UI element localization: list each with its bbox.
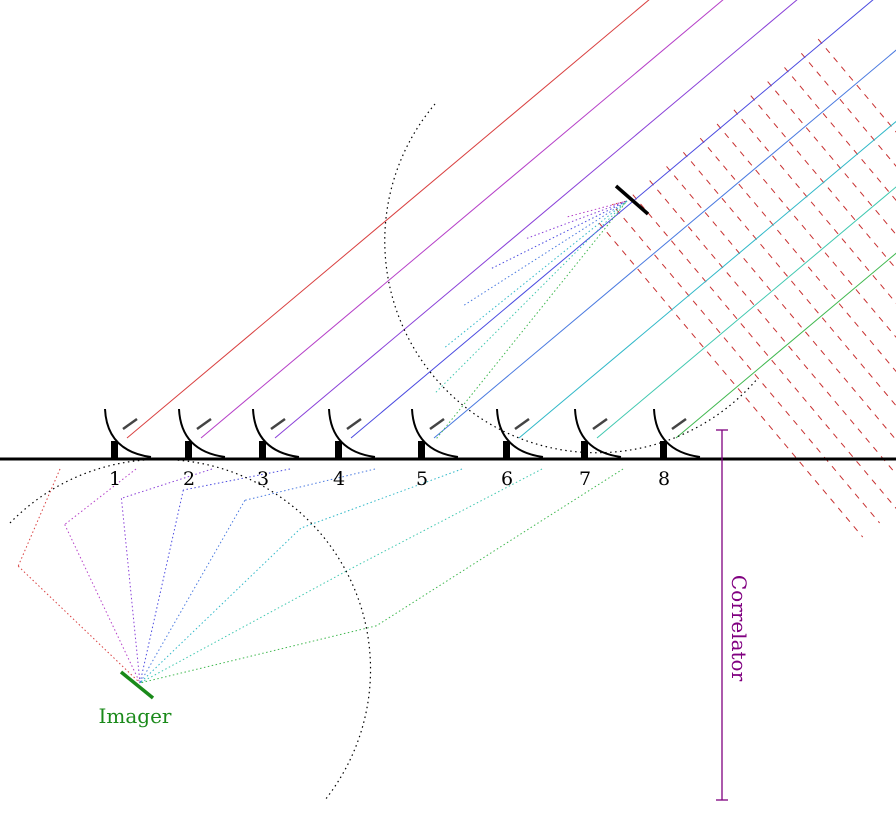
incoming-ray <box>274 0 798 439</box>
incoming-ray <box>675 252 896 439</box>
imager-focus-ray <box>120 498 141 684</box>
lower-focal-arc <box>9 458 372 801</box>
lower-path-ray <box>64 468 137 525</box>
wavefront-line <box>817 38 896 133</box>
incoming-ray <box>596 186 896 439</box>
antenna-label: 6 <box>501 468 513 490</box>
wavefront-line <box>666 166 896 441</box>
lower-path-ray <box>17 468 61 567</box>
correlator-label: Correlator <box>727 575 751 682</box>
wavefront-line <box>699 137 896 373</box>
imager-focus-ray <box>139 570 347 684</box>
antenna-dish <box>252 408 300 459</box>
imager-mirror <box>119 670 155 700</box>
upper-focus-ray <box>526 200 628 239</box>
imager-focus-ray <box>64 524 141 684</box>
correlator-bracket <box>716 429 728 801</box>
upper-focusing-geometry <box>384 103 759 454</box>
upper-mirror <box>614 184 650 216</box>
wavefront-lines <box>598 38 896 538</box>
antenna-dish <box>653 408 701 459</box>
lower-path-ray <box>121 468 213 499</box>
lower-path-ray <box>376 468 624 627</box>
wavefront-line <box>632 194 896 510</box>
antenna-label: 1 <box>109 468 121 490</box>
wavefront-line <box>615 208 880 524</box>
antenna-dish <box>104 408 152 459</box>
imager-label: Imager <box>99 704 172 728</box>
antenna-dishes <box>104 408 701 459</box>
antenna-dish <box>178 408 226 459</box>
upper-focus-ray <box>435 200 628 393</box>
incoming-ray <box>518 120 896 439</box>
incoming-ray <box>350 0 874 439</box>
incoming-ray <box>433 49 896 439</box>
antenna-label: 7 <box>579 468 591 490</box>
wavefront-line <box>682 151 896 407</box>
imager-focus-ray <box>139 500 246 684</box>
incoming-ray <box>200 0 724 439</box>
upper-focal-arc <box>384 103 759 454</box>
antenna-dish <box>411 408 459 459</box>
incoming-rays <box>17 0 896 684</box>
lower-path-ray <box>345 468 543 572</box>
wavefront-line <box>750 95 896 270</box>
lower-focusing-geometry <box>9 458 372 801</box>
antenna-dish <box>496 408 544 459</box>
antenna-label: 5 <box>416 468 428 490</box>
antenna-label: 4 <box>333 468 345 490</box>
imager-focus-ray <box>17 565 141 684</box>
wavefront-line <box>767 81 896 236</box>
upper-focus-ray <box>463 200 628 306</box>
upper-focus-ray <box>491 200 628 269</box>
antenna-number-labels: 1 2 3 4 5 6 7 8 <box>109 468 670 490</box>
wavefront-line <box>784 67 896 202</box>
wavefront-line <box>649 180 896 475</box>
upper-focus-ray <box>444 200 628 348</box>
imager-focus-ray <box>139 489 184 684</box>
wavefront-line <box>733 109 896 304</box>
wavefront-line <box>598 222 864 538</box>
imager-focus-ray <box>139 625 377 684</box>
antenna-label: 3 <box>257 468 269 490</box>
upper-focus-ray <box>436 200 628 439</box>
antenna-label: 8 <box>658 468 670 490</box>
wavefront-line <box>716 123 896 338</box>
antenna-dish <box>574 408 622 459</box>
antenna-dish <box>328 408 376 459</box>
lower-path-ray <box>300 468 463 529</box>
imager-focus-ray <box>139 527 302 684</box>
incoming-ray <box>126 0 650 439</box>
antenna-label: 2 <box>183 468 195 490</box>
lower-path-ray <box>183 468 291 491</box>
